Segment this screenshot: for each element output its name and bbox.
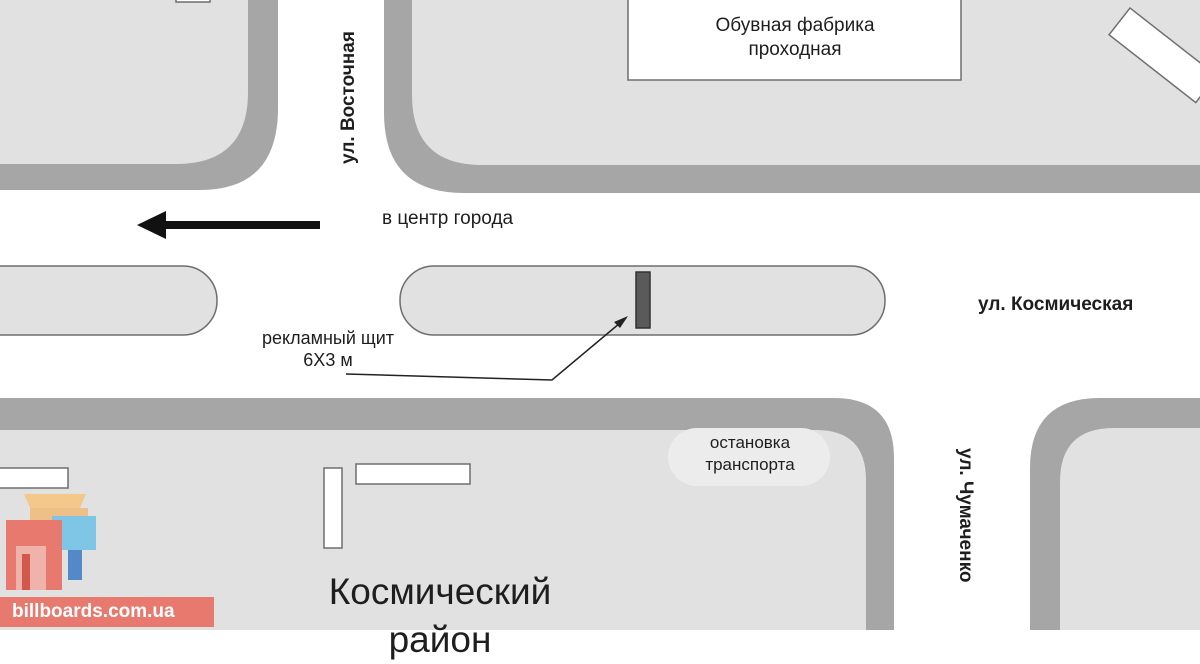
direction-label: в центр города <box>382 208 514 229</box>
small-building-top-right <box>1108 6 1200 104</box>
transport-stop-area <box>668 428 830 486</box>
district-label-line2: район <box>388 619 492 660</box>
district-label-line1: Космический <box>328 571 552 612</box>
factory-label-line2: проходная <box>748 39 842 60</box>
block-bottom-right <box>1030 398 1200 630</box>
district-label: Космический район <box>290 568 590 664</box>
billboard-label-line1: рекламный щит <box>261 328 395 348</box>
billboard-pointer-head <box>614 316 628 328</box>
billboard-marker-icon <box>635 271 651 329</box>
stop-label: остановка транспорта <box>672 432 828 476</box>
street-label-kosmicheskaya: ул. Космическая <box>978 294 1134 315</box>
city-map <box>0 0 1200 630</box>
billboard-pointer <box>345 317 627 381</box>
block-bottom-left <box>0 398 894 630</box>
street-label-chumachenko: ул. Чумаченко <box>955 448 976 583</box>
stop-label-line2: транспорта <box>705 455 795 474</box>
block-top-right <box>384 0 1200 193</box>
billboard-label: рекламный щит 6Х3 м <box>230 327 426 371</box>
block-top-left <box>0 0 278 190</box>
logo-icon <box>6 494 96 590</box>
median-left <box>0 265 218 336</box>
stop-label-line1: остановка <box>709 433 791 452</box>
billboard-label-line2: 6Х3 м <box>303 350 353 370</box>
brand-badge[interactable]: billboards.com.ua <box>0 597 214 627</box>
street-label-vostochnaya: ул. Восточная <box>338 31 359 164</box>
factory-building <box>627 0 962 81</box>
left-arrow-icon <box>137 211 320 239</box>
factory-label: Обувная фабрика проходная <box>630 14 960 62</box>
factory-label-line1: Обувная фабрика <box>715 15 875 36</box>
